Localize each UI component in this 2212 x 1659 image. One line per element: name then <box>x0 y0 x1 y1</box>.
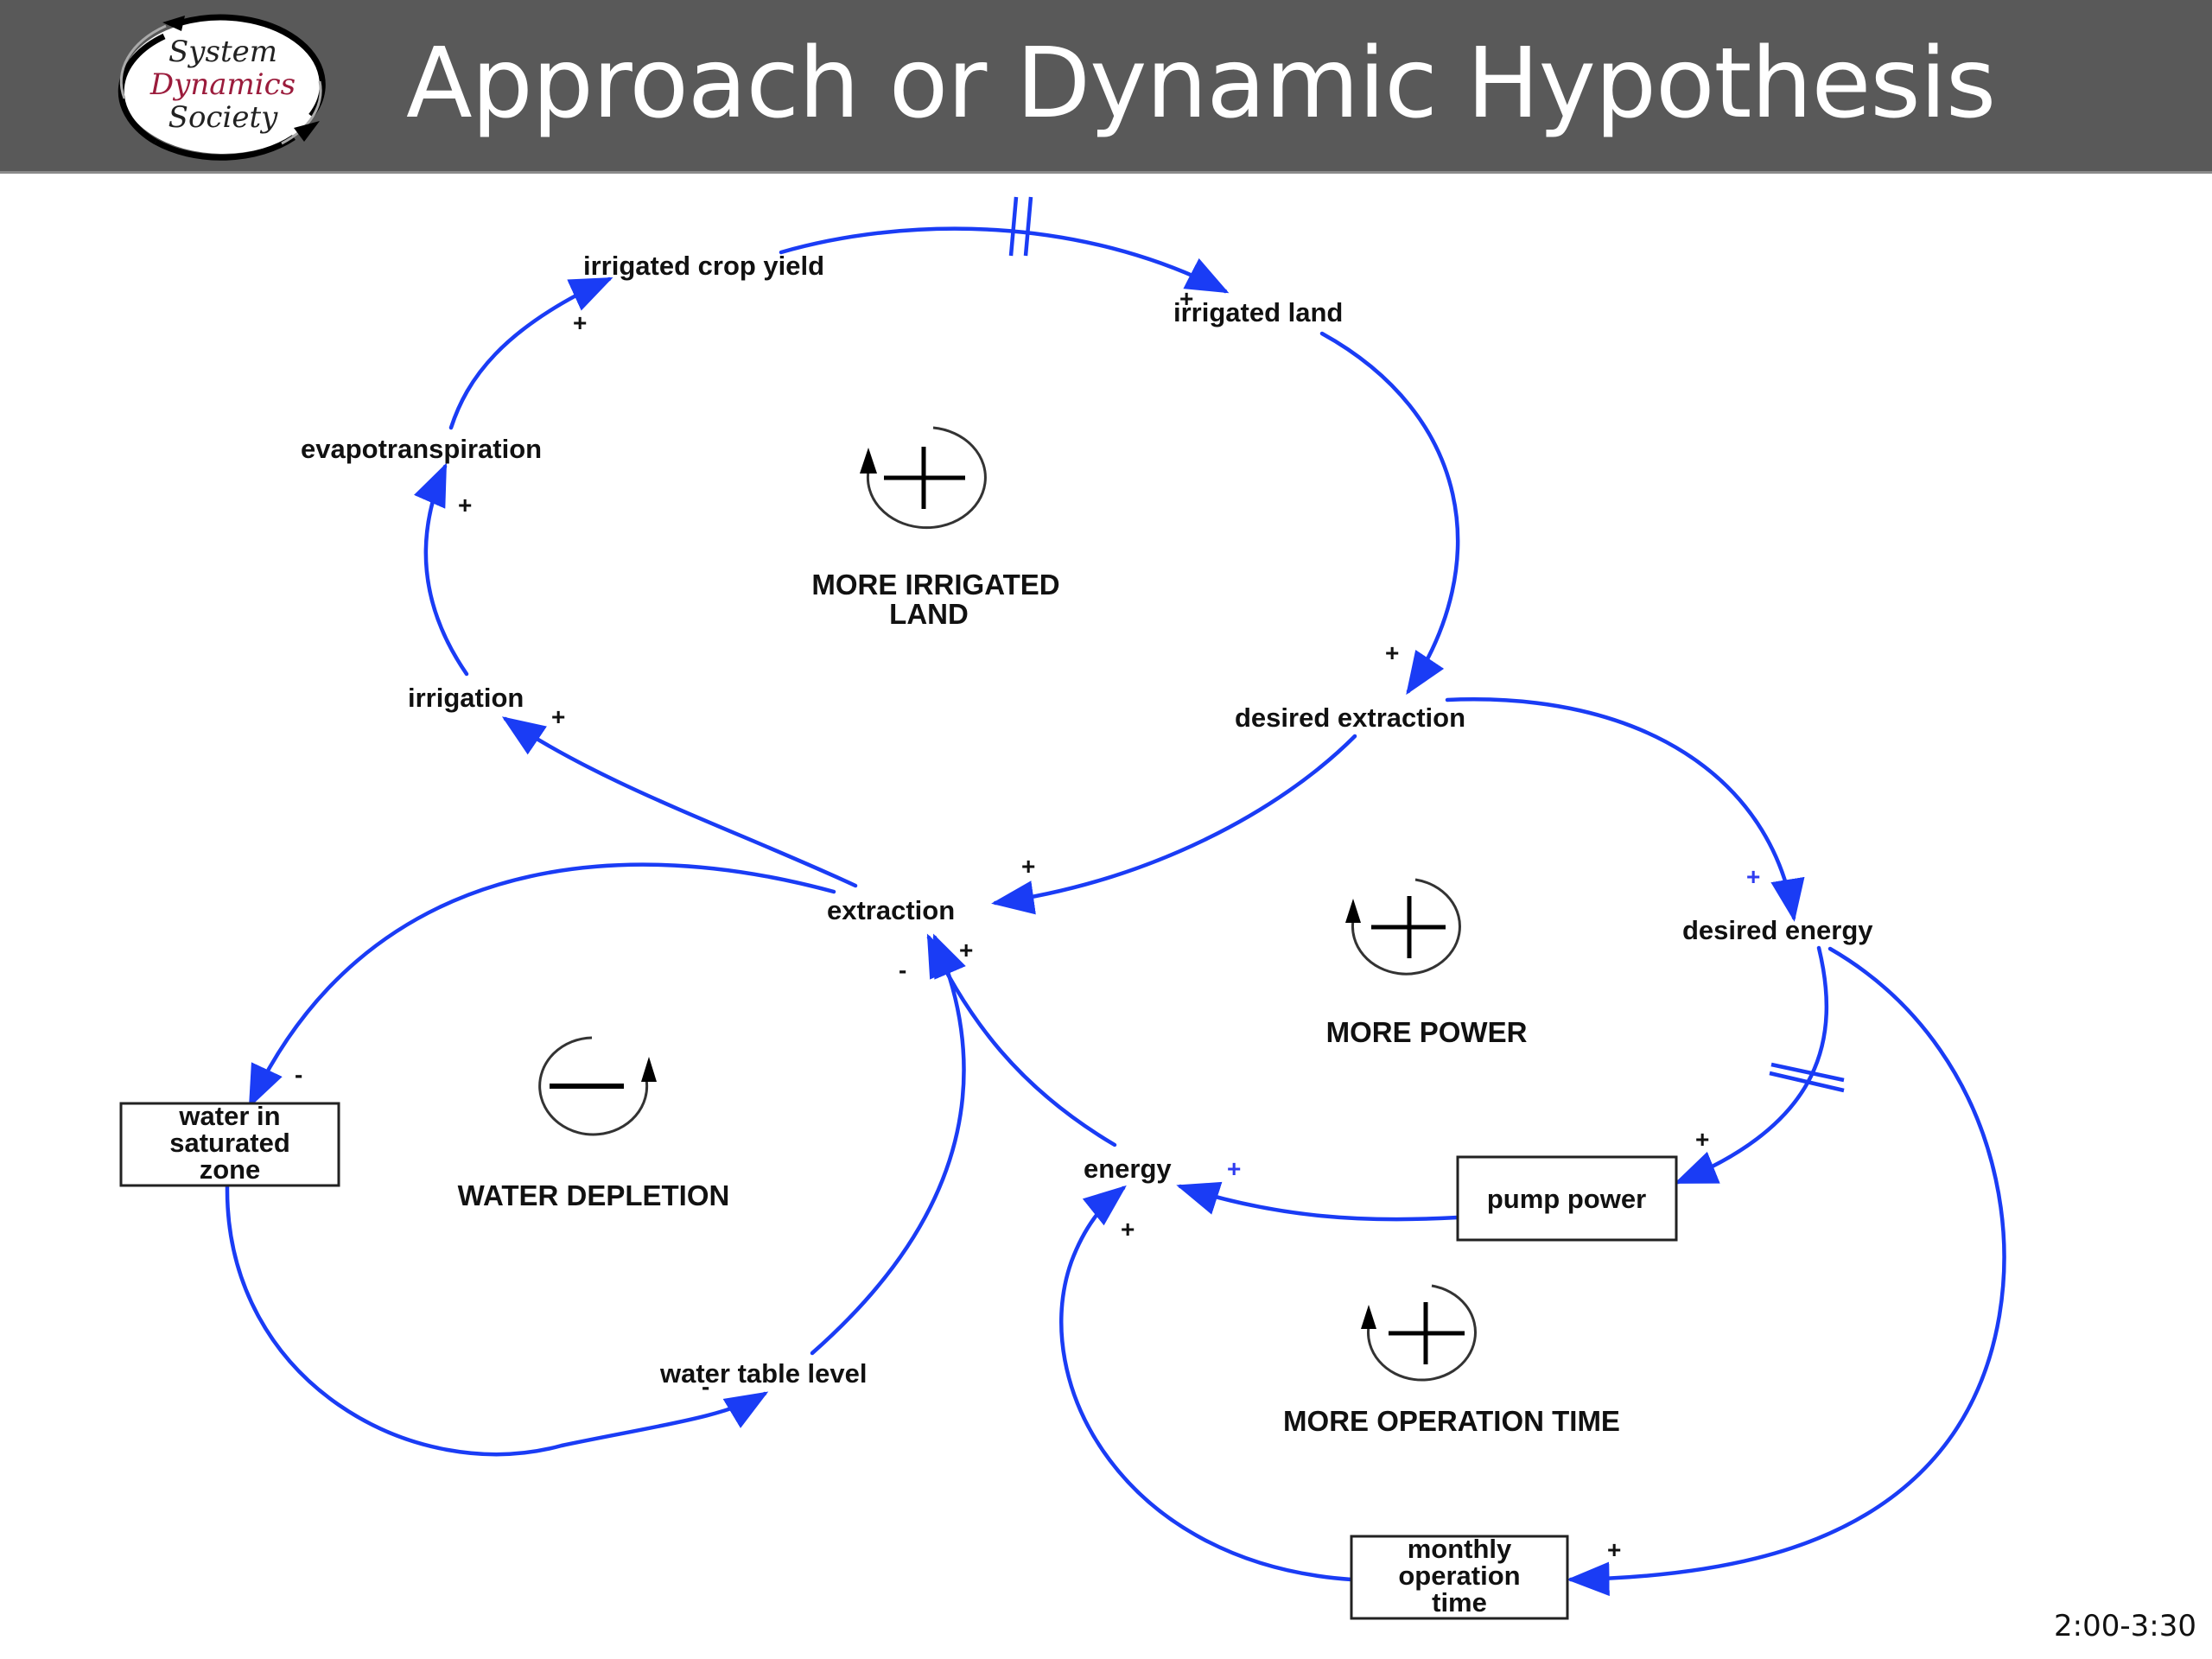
stock-label-line: time <box>1432 1587 1487 1618</box>
polarity-saturated-zone-to-water-table: - <box>702 1373 709 1400</box>
stock-label-line: saturated <box>169 1128 290 1158</box>
loop-symbol-more-power <box>1345 878 1461 976</box>
polarity-desired-extraction-to-desired-energy: + <box>1746 863 1760 890</box>
link-desired-extraction-to-desired-energy <box>1445 697 1805 922</box>
logo-text-dynamics: Dynamics <box>149 67 296 102</box>
stock-label-line: pump power <box>1487 1184 1646 1214</box>
polarity-irrigation-to-evap: + <box>458 492 472 518</box>
stock-label-line: monthly <box>1408 1534 1512 1564</box>
delay-mark-crop-yield <box>1008 196 1033 257</box>
var-irrigated-land: irrigated land <box>1173 297 1343 327</box>
loop-label-more-irrigated-land-line1: MORE IRRIGATED <box>811 569 1059 601</box>
polarity-desired-extraction-to-extraction: + <box>1021 853 1035 880</box>
var-desired-energy: desired energy <box>1682 915 1873 945</box>
polarity-desired-energy-to-pump-power: + <box>1695 1126 1709 1153</box>
polarity-crop-yield-to-land: + <box>1179 285 1193 312</box>
timecode-label: 2:00-3:30 <box>2054 1609 2196 1643</box>
polarity-pump-power-to-energy: + <box>1227 1155 1241 1182</box>
slide-title: Approach or Dynamic Hypothesis <box>406 28 1996 140</box>
polarity-water-table-to-extraction: - <box>899 957 906 983</box>
link-irrigated-land-to-desired-extraction <box>1319 331 1460 696</box>
link-desired-energy-to-pump-power <box>1674 945 1829 1185</box>
loop-label-more-irrigated-land-line2: LAND <box>889 598 969 630</box>
stock-label-line: operation <box>1398 1560 1520 1591</box>
var-irrigated-crop-yield: irrigated crop yield <box>583 251 824 281</box>
link-saturated-zone-to-water-table-level <box>225 1183 769 1457</box>
link-energy-to-extraction <box>926 933 1117 1147</box>
link-pump-power-to-energy <box>1176 1181 1460 1222</box>
loop-label-more-power: MORE POWER <box>1326 1016 1528 1048</box>
loop-symbol-more-irrigated-land <box>860 426 987 530</box>
loop-symbol-water-depletion <box>538 1036 657 1136</box>
loop-symbol-more-operation-time <box>1361 1284 1477 1382</box>
link-extraction-to-irrigation <box>501 716 858 888</box>
loop-arrow-icon <box>1361 1305 1376 1329</box>
polarity-evap-to-crop-yield: + <box>573 309 587 336</box>
loop-arrow-icon <box>641 1057 657 1082</box>
logo-text-society: Society <box>168 100 278 135</box>
stock-label-line: zone <box>200 1154 261 1185</box>
logo-loop-icon <box>118 14 326 161</box>
polarity-land-to-desired-extraction: + <box>1385 639 1399 666</box>
system-dynamics-society-logo: System Dynamics Society <box>112 12 334 161</box>
stock-pump-power: pump power <box>1456 1155 1678 1242</box>
link-crop-yield-to-irrigated-land <box>779 226 1230 294</box>
stock-monthly-operation-time: monthly operation time <box>1350 1534 1569 1620</box>
loop-label-more-operation-time-line1: MORE OPERATION TIME <box>1283 1405 1620 1437</box>
var-extraction: extraction <box>827 895 955 925</box>
link-desired-extraction-to-extraction <box>991 734 1357 915</box>
link-extraction-to-water-in-saturated-zone <box>248 862 836 1109</box>
polarity-extraction-to-saturated-zone: - <box>295 1061 302 1088</box>
var-energy: energy <box>1084 1154 1172 1184</box>
link-desired-energy-to-monthly-operation-time <box>1567 946 2006 1597</box>
slide-header: System Dynamics Society Approach or Dyna… <box>0 0 2212 174</box>
link-evapotranspiration-to-crop-yield <box>448 276 613 430</box>
polarity-desired-energy-to-monthly-time: + <box>1607 1536 1621 1563</box>
loop-arrow-icon <box>860 448 877 474</box>
stock-label-line: water in <box>178 1101 280 1131</box>
stock-water-in-saturated-zone: water in saturated zone <box>119 1101 340 1187</box>
delay-mark-pump-power <box>1769 1062 1845 1093</box>
polarity-monthly-time-to-energy: + <box>1121 1216 1135 1243</box>
var-water-table-level: water table level <box>659 1358 868 1389</box>
link-water-table-level-to-extraction <box>810 933 966 1356</box>
loop-label-water-depletion: WATER DEPLETION <box>458 1179 730 1211</box>
polarity-extraction-to-irrigation: + <box>551 703 565 730</box>
loop-arrow-icon <box>1345 899 1361 923</box>
var-desired-extraction: desired extraction <box>1235 702 1465 733</box>
link-irrigation-to-evapotranspiration <box>414 462 469 677</box>
var-evapotranspiration: evapotranspiration <box>301 434 542 464</box>
polarity-energy-to-extraction: + <box>959 937 973 963</box>
var-irrigation: irrigation <box>408 683 524 713</box>
logo-text-system: System <box>168 35 277 69</box>
link-monthly-operation-time-to-energy <box>1059 1185 1354 1582</box>
